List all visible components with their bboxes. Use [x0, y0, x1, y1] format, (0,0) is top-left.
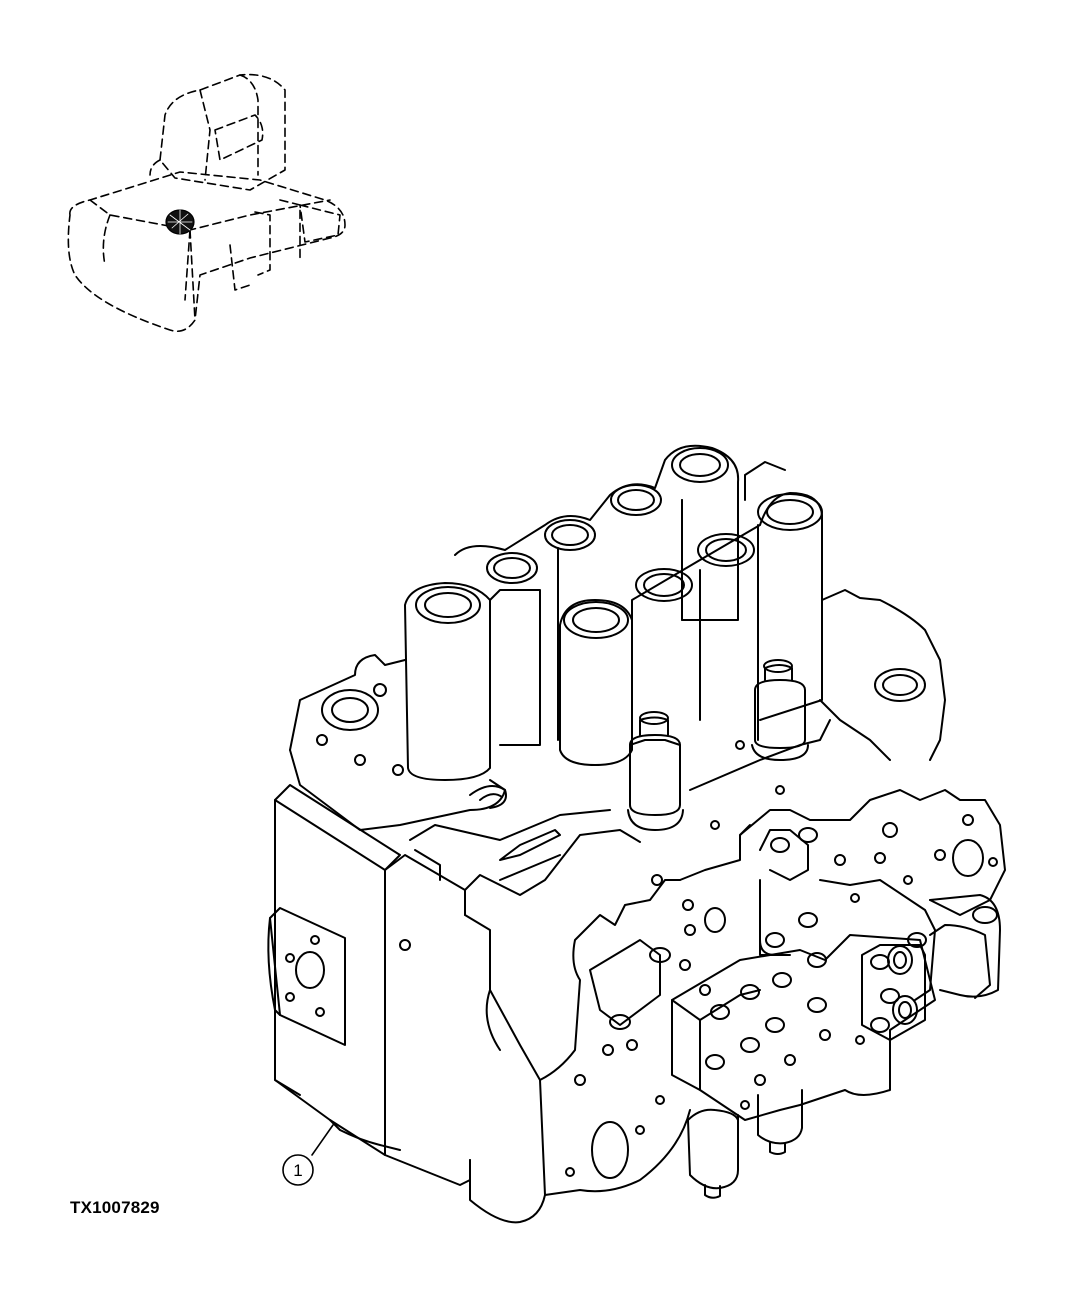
callout-1-label: 1	[293, 1161, 302, 1180]
spool-cap-row-front	[404, 461, 823, 781]
lower-manifold	[671, 924, 991, 1121]
valve-body-right	[739, 789, 1006, 1001]
bottom-relief-valve-right	[757, 1089, 803, 1155]
valve-body-center	[539, 824, 751, 1196]
adjusting-screw-left	[627, 711, 684, 831]
excavator-locator-view	[67, 73, 346, 333]
drawing-code: TX1007829	[70, 1198, 160, 1217]
main-section-block	[384, 809, 641, 1224]
control-valve-assembly	[267, 444, 1006, 1224]
bottom-relief-valve-left	[687, 1108, 739, 1199]
valve-body-top-plate	[289, 589, 946, 831]
end-cap-block	[267, 784, 401, 1156]
control-valve-location-marker	[165, 209, 195, 235]
callout-1: 1	[282, 1124, 334, 1186]
adjusting-screw-right	[751, 659, 809, 761]
spool-cap-row-back	[454, 444, 740, 741]
